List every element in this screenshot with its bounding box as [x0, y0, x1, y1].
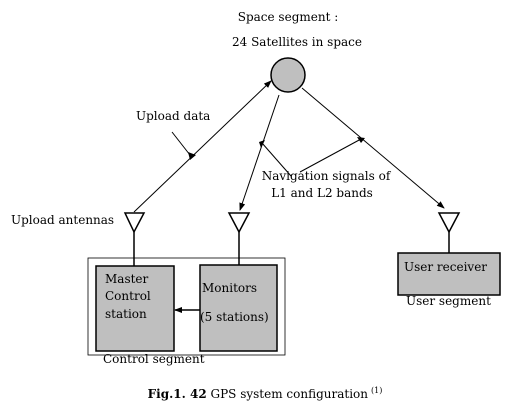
user-segment-label: User segment — [406, 294, 491, 308]
master-label-line3: station — [105, 307, 147, 321]
monitor-antenna-icon — [227, 212, 251, 265]
nav-signal-midarrow-right — [357, 137, 365, 143]
nav-signal-to-user — [301, 87, 445, 209]
upload-link-arrow — [133, 80, 272, 213]
master-label-line1: Master — [105, 272, 149, 286]
control-segment-label: Control segment — [103, 352, 205, 366]
nav-signals-label-line1: Navigation signals of — [262, 169, 392, 183]
caption-text: GPS system configuration — [207, 387, 369, 401]
nav-label-pointer-left — [261, 142, 292, 177]
space-segment-subtitle: 24 Satellites in space — [232, 35, 362, 49]
nav-signal-midarrow-left — [259, 140, 265, 148]
monitors-label-line2: (5 stations) — [200, 310, 269, 324]
user-antenna-icon — [437, 212, 461, 253]
nav-signals-label-line2: L1 and L2 bands — [271, 186, 373, 200]
upload-antennas-label: Upload antennas — [11, 213, 114, 227]
nav-label-pointer-right — [299, 138, 362, 173]
figure-caption: Fig.1. 42 GPS system configuration(1) — [148, 386, 383, 401]
upload-antenna-icon — [123, 212, 146, 266]
user-receiver-label: User receiver — [404, 260, 487, 274]
master-label-line2: Control — [105, 289, 151, 303]
satellite-icon — [270, 57, 306, 93]
user-receiver-box — [397, 252, 501, 296]
caption-figure-number: Fig.1. 42 — [148, 387, 207, 401]
upload-link-midarrow — [188, 152, 196, 160]
monitors-label-line1: Monitors — [202, 281, 257, 295]
space-segment-title: Space segment : — [238, 10, 339, 24]
monitors-box — [199, 264, 278, 352]
upload-data-pointer — [171, 131, 191, 156]
control-segment-frame — [87, 257, 286, 356]
nav-signal-to-monitors — [239, 94, 280, 211]
caption-reference: (1) — [371, 386, 382, 395]
upload-data-label: Upload data — [136, 109, 210, 123]
